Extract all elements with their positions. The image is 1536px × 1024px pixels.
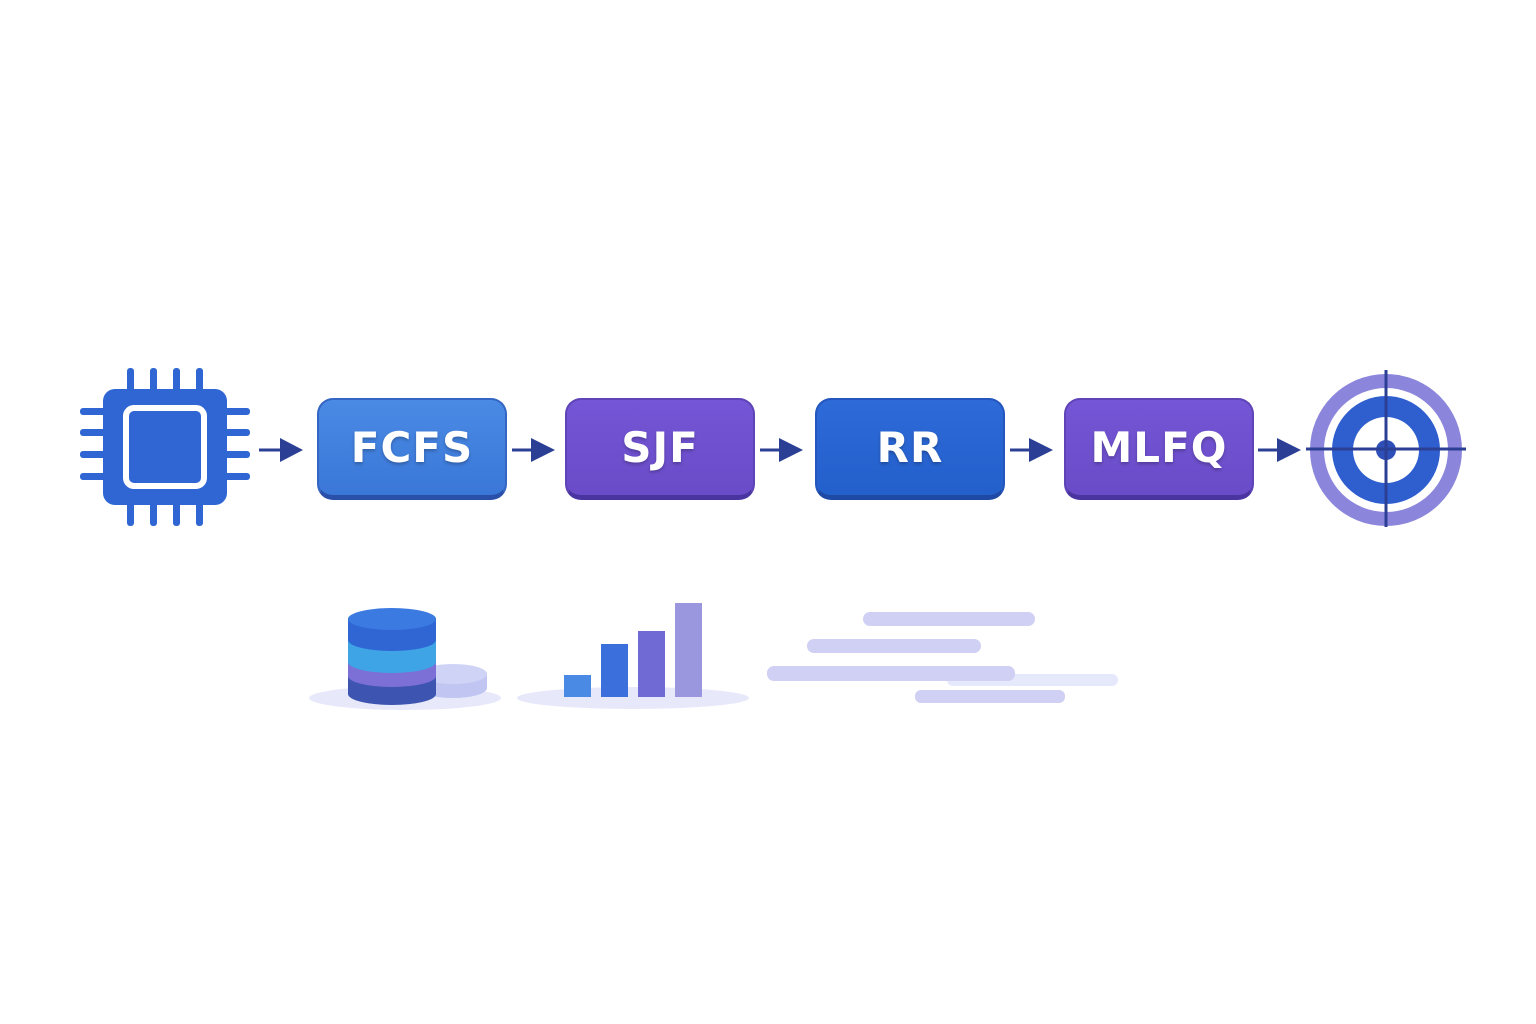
step-mlfq-label: MLFQ (1090, 423, 1228, 472)
flow-arrows (259, 438, 1301, 462)
arrow-rr-to-mlfq (1010, 438, 1053, 462)
timeline-bars-icon (767, 612, 1118, 703)
step-mlfq: MLFQ (1064, 398, 1254, 500)
target-icon (1306, 370, 1466, 527)
arrow-cpu-to-fcfs (259, 438, 303, 462)
bar-chart-icon (517, 603, 749, 709)
step-rr-label: RR (876, 423, 944, 472)
step-sjf-label: SJF (621, 423, 699, 472)
arrow-fcfs-to-sjf (512, 438, 555, 462)
cpu-chip-icon (80, 368, 250, 526)
step-rr: RR (815, 398, 1005, 500)
step-sjf: SJF (565, 398, 755, 500)
step-fcfs: FCFS (317, 398, 507, 500)
step-fcfs-label: FCFS (350, 423, 474, 472)
database-stack-icon (309, 608, 501, 710)
arrow-sjf-to-rr (760, 438, 803, 462)
arrow-mlfq-to-target (1258, 438, 1301, 462)
